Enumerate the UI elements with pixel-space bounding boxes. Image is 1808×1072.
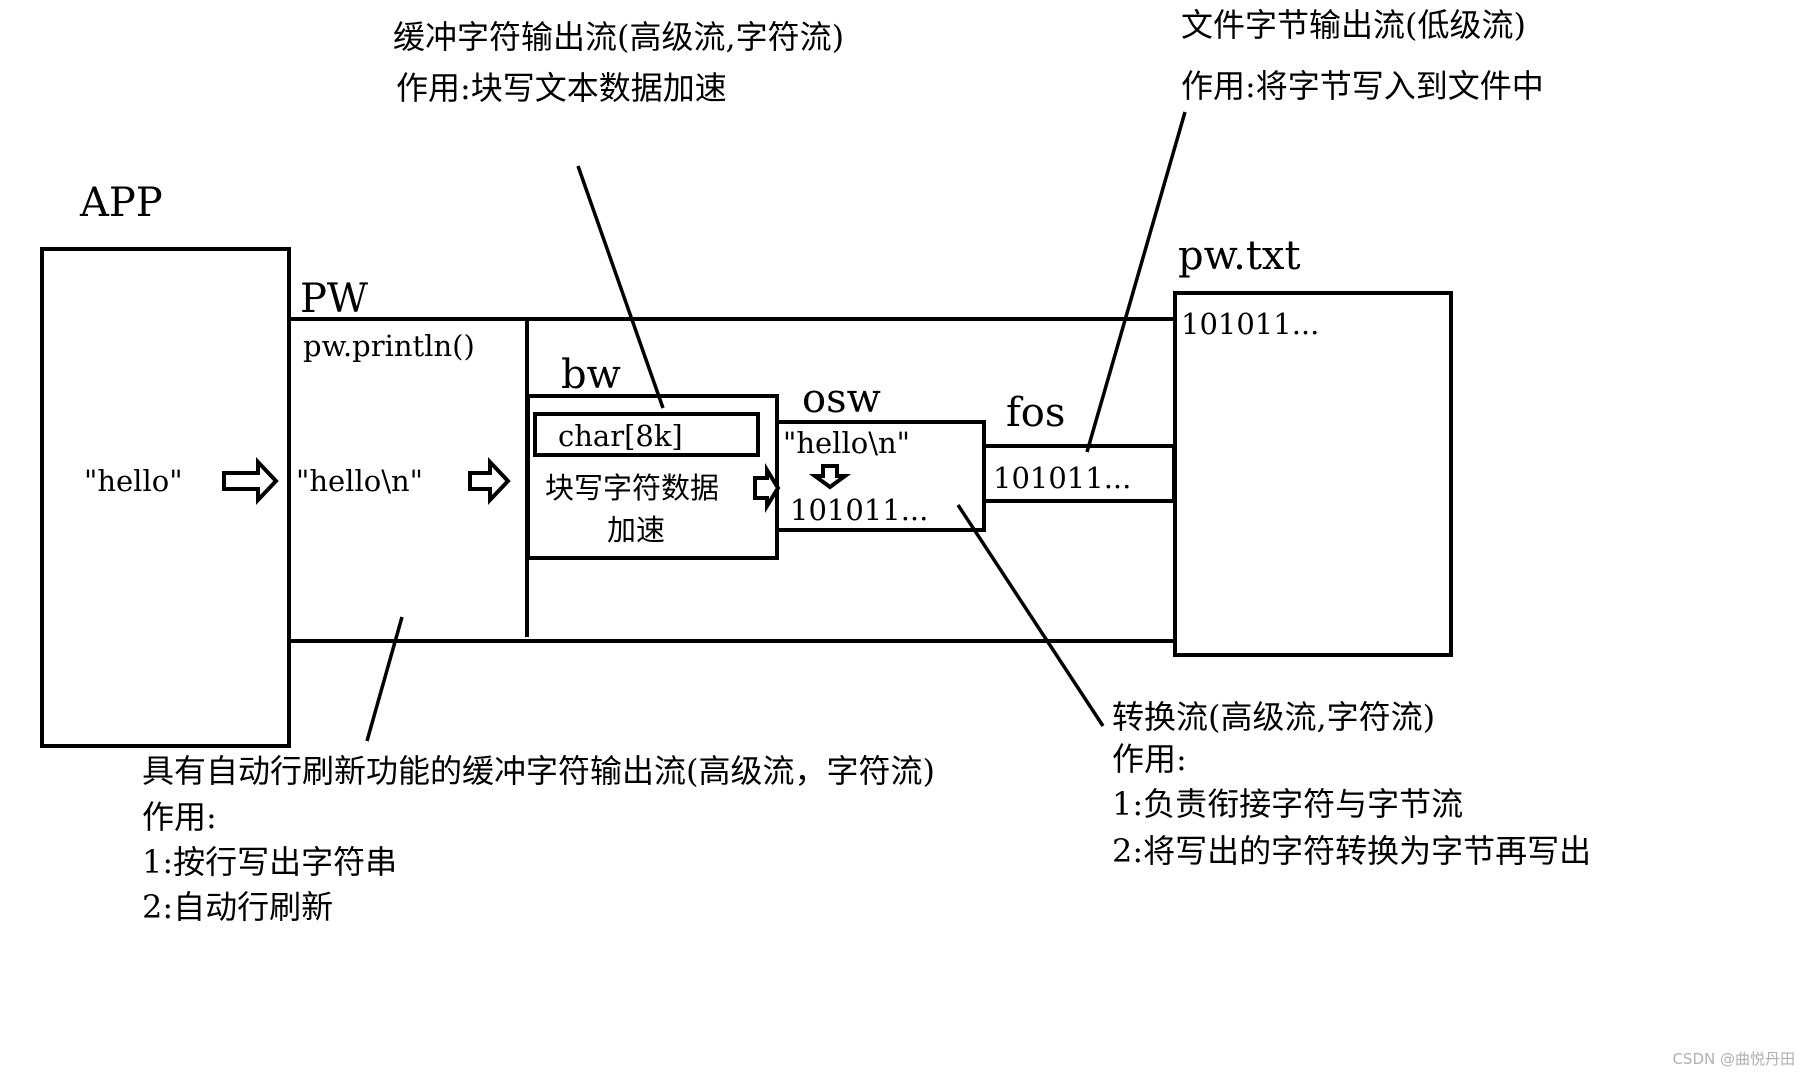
- fos-annotation-title: 文件字节输出流(低级流): [1181, 6, 1526, 44]
- fos-annotation-purpose: 作用:将字节写入到文件中: [1181, 67, 1544, 105]
- fos-bytes: 101011...: [993, 461, 1131, 495]
- arrow-app-to-pw-icon: [222, 456, 279, 506]
- pw-annotation-item2: 2:自动行刷新: [142, 888, 333, 926]
- osw-content: "hello\n": [783, 426, 910, 460]
- bw-label: bw: [561, 352, 621, 398]
- osw-annotation-purpose: 作用:: [1112, 740, 1187, 778]
- pw-annotation-title: 具有自动行刷新功能的缓冲字符输出流(高级流，字符流): [142, 752, 935, 790]
- app-content: "hello": [84, 464, 183, 498]
- file-bytes: 101011...: [1181, 307, 1319, 341]
- bw-desc-line2: 加速: [607, 513, 665, 547]
- bw-annotation-title: 缓冲字符输出流(高级流,字符流): [393, 18, 844, 56]
- osw-label: osw: [802, 376, 881, 422]
- bw-desc-line1: 块写字符数据: [545, 471, 719, 505]
- app-box: [40, 247, 291, 748]
- pw-label: PW: [300, 276, 368, 322]
- file-box: [1173, 291, 1453, 657]
- char-array-label: char[8k]: [558, 419, 683, 453]
- osw-leader-line: [956, 504, 1105, 727]
- arrow-bw-to-osw-icon: [753, 462, 781, 514]
- fos-label: fos: [1006, 390, 1065, 436]
- watermark: CSDN @曲悦丹田: [1672, 1050, 1795, 1068]
- bw-annotation-purpose: 作用:块写文本数据加速: [396, 69, 727, 107]
- osw-annotation-title: 转换流(高级流,字符流): [1112, 698, 1435, 736]
- arrow-chars-to-bytes-icon: [808, 464, 852, 490]
- osw-annotation-item2: 2:将写出的字符转换为字节再写出: [1112, 832, 1591, 870]
- osw-bytes: 101011...: [790, 493, 928, 527]
- pw-method: pw.println(): [303, 329, 475, 363]
- char-array-box: [533, 412, 760, 457]
- pw-annotation-purpose: 作用:: [142, 798, 217, 836]
- pw-content: "hello\n": [296, 464, 423, 498]
- pw-annotation-item1: 1:按行写出字符串: [142, 843, 397, 881]
- bw-leader-line: [576, 165, 665, 409]
- arrow-pw-to-bw-icon: [468, 456, 511, 506]
- file-label: pw.txt: [1178, 233, 1301, 279]
- fos-leader-line: [1085, 111, 1187, 453]
- pw-leader-line: [365, 616, 404, 742]
- osw-annotation-item1: 1:负责衔接字符与字节流: [1112, 785, 1463, 823]
- app-label: APP: [79, 180, 163, 226]
